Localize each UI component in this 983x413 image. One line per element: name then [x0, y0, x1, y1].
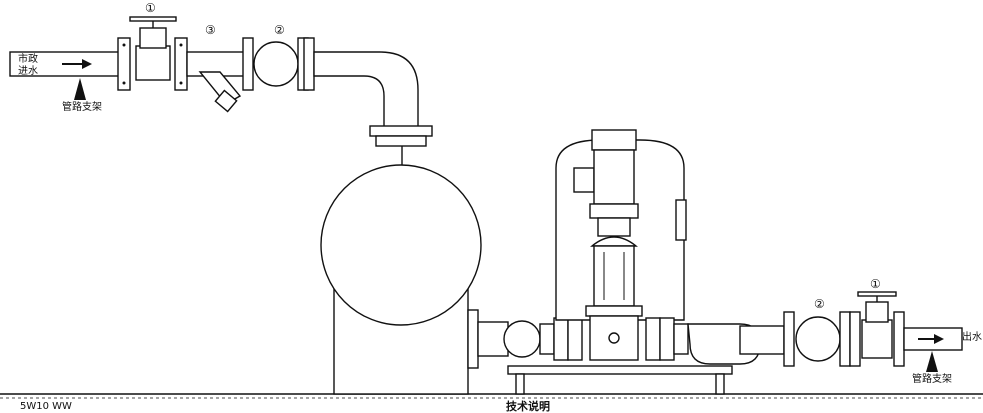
tank-outlet-pipe: [467, 309, 583, 369]
pump-outlet-pipe: [645, 317, 785, 365]
inlet-label: 市政 进水: [18, 54, 38, 77]
marker-valve-inlet: ①: [145, 1, 156, 15]
flex-joint-outlet: [783, 311, 851, 367]
flex-joint-inlet: [242, 37, 315, 91]
outlet-label: 出水: [962, 332, 982, 343]
marker-filter: ③: [205, 23, 216, 37]
pipe-support-left: [74, 78, 86, 100]
marker-joint-outlet: ②: [814, 297, 825, 311]
bottom-caption: 技术说明: [506, 400, 550, 413]
support-label-right: 管路支架: [912, 374, 952, 385]
gate-valve-inlet: [117, 16, 188, 91]
elbow-pipe: [313, 51, 433, 168]
y-strainer: [186, 51, 246, 113]
bottom-left-text: 5W10 WW: [20, 401, 72, 412]
inlet-pipe: [9, 51, 121, 77]
marker-valve-outlet: ①: [870, 277, 881, 291]
pipe-support-right: [926, 351, 938, 372]
pump-column: [585, 245, 643, 361]
pump-motor: [589, 129, 639, 247]
gate-valve-outlet: [849, 291, 963, 367]
support-label-left: 管路支架: [62, 102, 102, 113]
base-skid: [507, 365, 733, 395]
ground: [0, 393, 983, 399]
pressure-tank: [320, 164, 482, 395]
marker-joint-inlet: ②: [274, 23, 285, 37]
